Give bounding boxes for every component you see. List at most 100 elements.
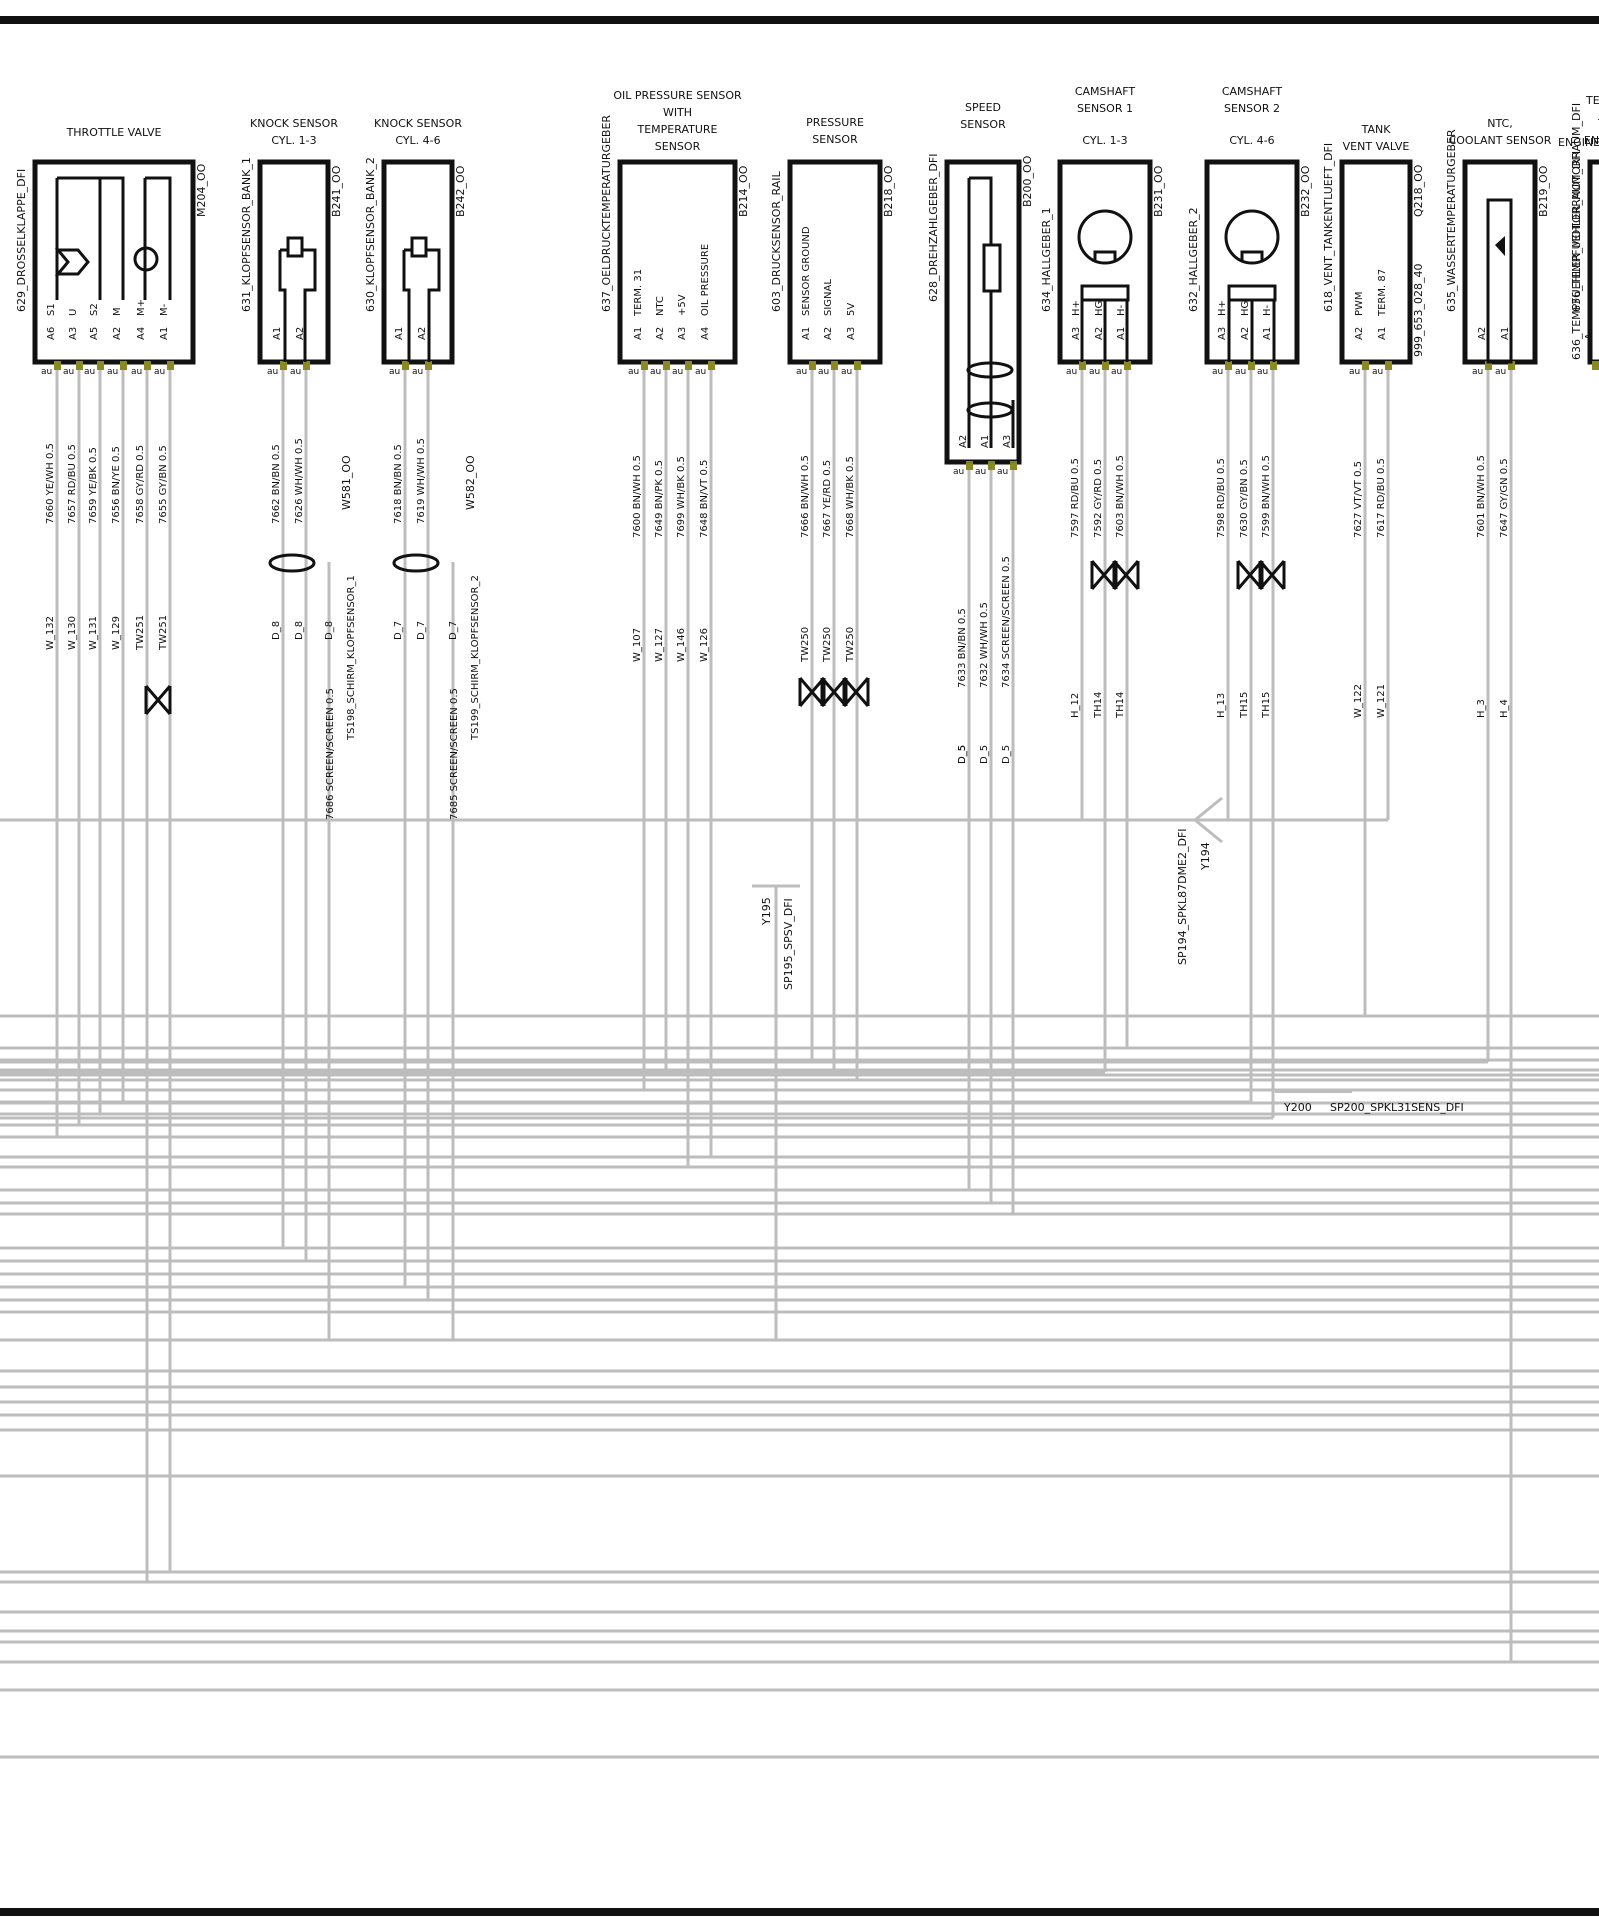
- tank-pin-terminal: [1362, 361, 1369, 370]
- cam2-subtitle: CYL. 4-6: [1229, 134, 1274, 147]
- knock2-housing: [381, 159, 455, 365]
- oil-connector-label: W_146: [676, 628, 687, 662]
- ntc-part-name: 635_WASSERTEMPERATURGEBER: [1445, 129, 1458, 312]
- pressure-wire-label: 7667 YE/RD 0.5: [822, 460, 833, 538]
- throttle-signal-label: M-: [159, 303, 170, 316]
- tank-connector-label: W_121: [1376, 684, 1387, 718]
- throttle-title: THROTTLE VALVE: [66, 126, 162, 139]
- throttle-pin-marker: au: [41, 367, 52, 377]
- ntc-wire-label: 7647 GY/GN 0.5: [1499, 458, 1510, 538]
- cam2-hall-notch: [1240, 250, 1264, 262]
- engine-title-fragment: TE: [1585, 94, 1599, 107]
- throttle-pin-terminal: [120, 361, 127, 370]
- knock2-connector-label: D_7: [416, 621, 427, 640]
- cam1-signal-label: H-: [1116, 304, 1127, 316]
- cam1-twist-icon: [1090, 560, 1118, 590]
- cam2-pin-terminal: [1225, 361, 1232, 370]
- knock1-pin-terminal: [303, 361, 310, 370]
- knock1-pin-label: A2: [295, 327, 306, 340]
- knock1-shield-ellipse: [268, 553, 316, 573]
- throttle-pin-label: A5: [89, 327, 100, 340]
- engine-part-name: 636_TEMPFUEHLER_MOTORRAUM_DFI: [1570, 151, 1583, 360]
- cam2-signal-label: H-: [1262, 304, 1273, 316]
- ntc-wire-label: 7601 BN/WH 0.5: [1476, 455, 1487, 538]
- speed-pin-label: A1: [980, 435, 991, 448]
- knock1-pin-label: A1: [272, 327, 283, 340]
- pressure-connector-label: TW250: [845, 627, 856, 663]
- cam2-pin-label: A1: [1262, 327, 1273, 340]
- speed-connector-label: D_5: [957, 745, 968, 764]
- engine-title: ENGINE: [1584, 134, 1599, 147]
- knock1-code: B241_OO: [330, 165, 343, 217]
- cam2-pin-marker: au: [1235, 367, 1246, 377]
- cam1-pin-marker: au: [1089, 367, 1100, 377]
- tank-signal-label: TERM. 87: [1377, 269, 1388, 317]
- speed-wire-label: 7634 SCREEN/SCREEN 0.5: [1001, 556, 1012, 688]
- top-border: [0, 16, 1599, 24]
- tank-title: VENT VALVE: [1343, 140, 1410, 153]
- knock2-pin-terminal: [425, 361, 432, 370]
- cam2-pin-label: A3: [1217, 327, 1228, 340]
- cam2-connector-label: TH15: [1239, 692, 1250, 719]
- oil-signal-label: TERM. 31: [633, 269, 644, 317]
- pressure-signal-label: SIGNAL: [823, 279, 834, 316]
- tank-code: Q218_OO: [1412, 164, 1425, 217]
- ntc-pin-marker: au: [1472, 367, 1483, 377]
- throttle-valve-symbol: [54, 248, 90, 276]
- pressure-pin-terminal: [854, 361, 861, 370]
- cam1-hall-leads: [1080, 300, 1129, 362]
- pressure-signal-label: SENSOR GROUND: [801, 226, 812, 316]
- cam1-connector-label: H_12: [1070, 693, 1081, 718]
- pressure-twist-icon: [842, 677, 870, 707]
- pressure-pin-label: A2: [823, 327, 834, 340]
- ntc-housing: [1462, 159, 1538, 365]
- cam1-pin-terminal: [1124, 361, 1131, 370]
- splice-y194-id: Y194: [1199, 842, 1212, 871]
- cam2-wire-label: 7630 GY/BN 0.5: [1239, 459, 1250, 538]
- splice-points: Y195 SP195_SPSV_DFI Y194 SP194_SPKL87DME…: [752, 796, 1464, 1340]
- pressure-title: SENSOR: [812, 133, 858, 146]
- cam2-code: B232_OO: [1299, 165, 1312, 217]
- cam2-title: CAMSHAFT: [1222, 85, 1283, 98]
- knock2-wire-label: 7619 WH/WH 0.5: [416, 438, 427, 524]
- oil-pin-marker: au: [672, 367, 683, 377]
- tank-pin-terminal: [1385, 361, 1392, 370]
- tank-pin-label: A2: [1354, 327, 1365, 340]
- oil-pin-terminal: [641, 361, 648, 370]
- oil-connector-label: W_127: [654, 628, 665, 662]
- splice-y200-id: Y200: [1283, 1101, 1312, 1114]
- throttle-wire-label: 7657 RD/BU 0.5: [67, 444, 78, 524]
- pressure-signal-label: 5V: [846, 303, 857, 316]
- cam1-pin-terminal: [1102, 361, 1109, 370]
- splice-y200-name: SP200_SPKL31SENS_DFI: [1330, 1101, 1464, 1114]
- knock1-screen-label: 7686 SCREEN/SCREEN 0.5: [325, 688, 336, 820]
- cam1-code: B231_OO: [1152, 165, 1165, 217]
- tank-housing: [1339, 159, 1413, 365]
- cam2-connector-label: H_13: [1216, 693, 1227, 718]
- cam1-pin-marker: au: [1111, 367, 1122, 377]
- ntc-connector-label: H_4: [1499, 699, 1510, 718]
- ntc-title: NTC,: [1487, 117, 1512, 130]
- throttle-connector-label: TW251: [135, 615, 146, 651]
- oil-wire-label: 7600 BN/WH 0.5: [632, 455, 643, 538]
- knock2-part-name: 630_KLOPFSENSOR_BANK_2: [364, 157, 377, 312]
- throttle-pin-terminal: [76, 361, 83, 370]
- throttle-wire-label: 7655 GY/BN 0.5: [158, 445, 169, 524]
- throttle-pin-marker: au: [154, 367, 165, 377]
- pressure-connector-label: TW250: [822, 627, 833, 663]
- knock1-housing: [257, 159, 331, 365]
- pressure-pin-label: A3: [846, 327, 857, 340]
- cam2-signal-label: HG: [1240, 301, 1251, 316]
- cam2-pin-label: A2: [1240, 327, 1251, 340]
- knock1-wire-label: 7662 BN/BN 0.5: [271, 444, 282, 524]
- knock1-part-name: 631_KLOPFSENSOR_BANK_1: [240, 157, 253, 312]
- cam2-hall-leads: [1227, 300, 1276, 362]
